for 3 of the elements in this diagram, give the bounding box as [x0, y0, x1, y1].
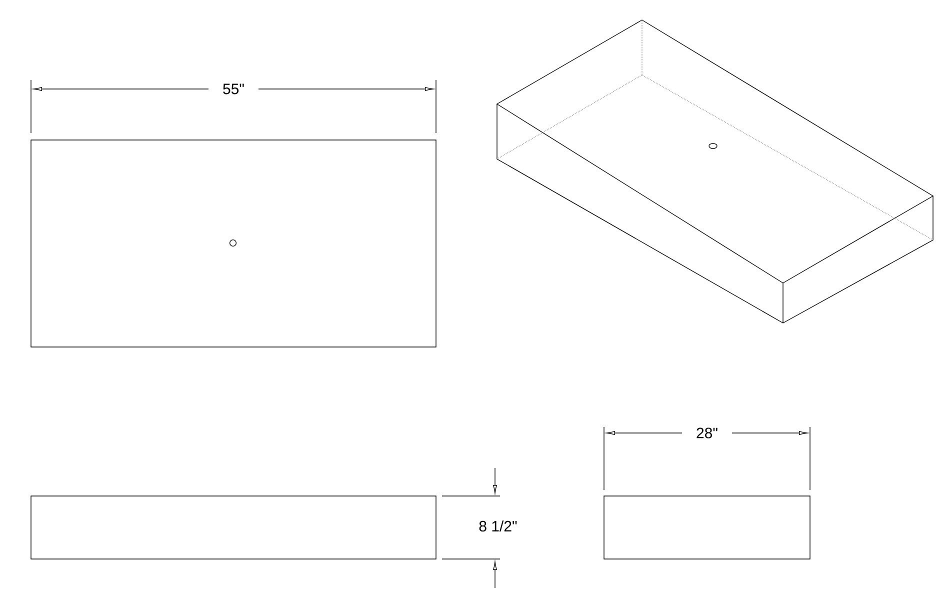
- dimension-label: 55": [223, 84, 244, 94]
- dimension-label: 8 1/2": [479, 520, 517, 532]
- dimension-label: 28": [696, 428, 718, 438]
